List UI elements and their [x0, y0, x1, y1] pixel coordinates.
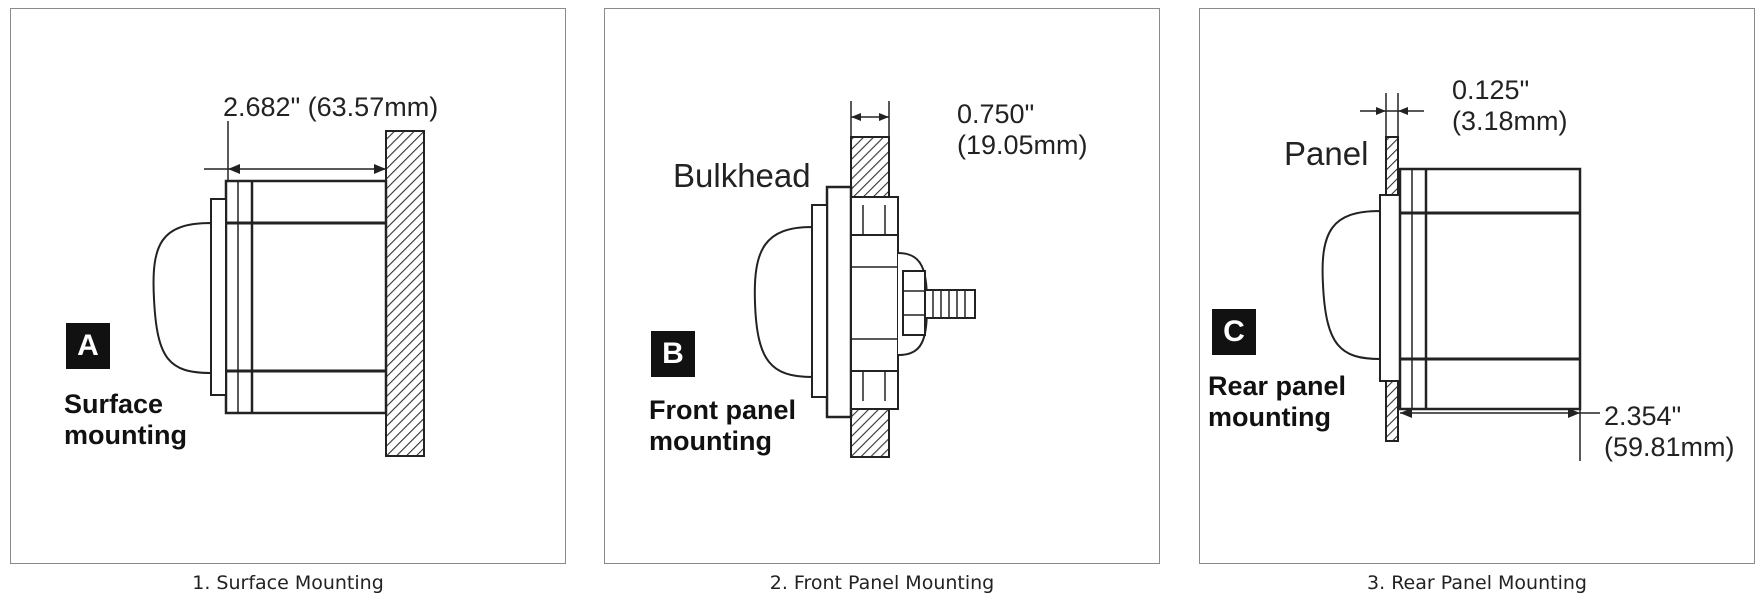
meter-lens: [152, 221, 212, 375]
label-surface-mounting: Surface mounting: [64, 389, 187, 450]
dimension-bulkhead-thickness: 0.750" (19.05mm): [957, 99, 1088, 160]
meter-lens: [1321, 209, 1381, 361]
caption-rear-panel-mounting: 3. Rear Panel Mounting: [1367, 572, 1587, 594]
meter-bezel: [811, 204, 828, 398]
panel-front-panel-mounting: 0.750" (19.05mm) Bulkhead B Front panel …: [604, 8, 1160, 564]
label-front-panel-mounting: Front panel mounting: [649, 395, 796, 456]
meter-body: [224, 179, 388, 415]
badge-a: A: [66, 323, 110, 369]
dimension-panel-thickness: 0.125" (3.18mm): [1452, 75, 1568, 136]
caption-front-panel-mounting: 2. Front Panel Mounting: [769, 572, 995, 594]
dimension-body-length: 2.354" (59.81mm): [1604, 401, 1735, 462]
front-panel-mounting-diagram: [753, 101, 976, 458]
panel-rear-panel-mounting: 0.125" (3.18mm) Panel 2.354" (59.81mm) C…: [1199, 8, 1755, 564]
caption-surface-mounting: 1. Surface Mounting: [192, 572, 384, 594]
surface-mounting-diagram: [152, 121, 425, 457]
panel-upper: [1385, 136, 1399, 196]
badge-b: B: [651, 331, 695, 377]
meter-body: [1398, 167, 1582, 411]
tag-bulkhead: Bulkhead: [673, 157, 811, 194]
wall-hatch: [385, 130, 425, 457]
badge-c: C: [1212, 309, 1256, 355]
panel-lower: [1385, 380, 1399, 442]
meter-bezel: [1379, 194, 1401, 382]
tag-panel: Panel: [1284, 135, 1369, 172]
meter-flange: [825, 185, 853, 419]
panel-surface-mounting: 2.682" (63.57mm) A Surface mounting: [10, 8, 566, 564]
meter-lens: [753, 225, 813, 379]
dimension-length: 2.682" (63.57mm): [223, 92, 439, 122]
bulkhead-upper: [850, 136, 890, 200]
meter-bezel: [210, 198, 227, 396]
nut: [902, 270, 926, 336]
meter-body: [850, 196, 899, 410]
label-rear-panel-mounting: Rear panel mounting: [1208, 371, 1347, 432]
rear-panel-mounting-diagram: [1321, 93, 1600, 461]
bulkhead-lower: [850, 404, 890, 458]
